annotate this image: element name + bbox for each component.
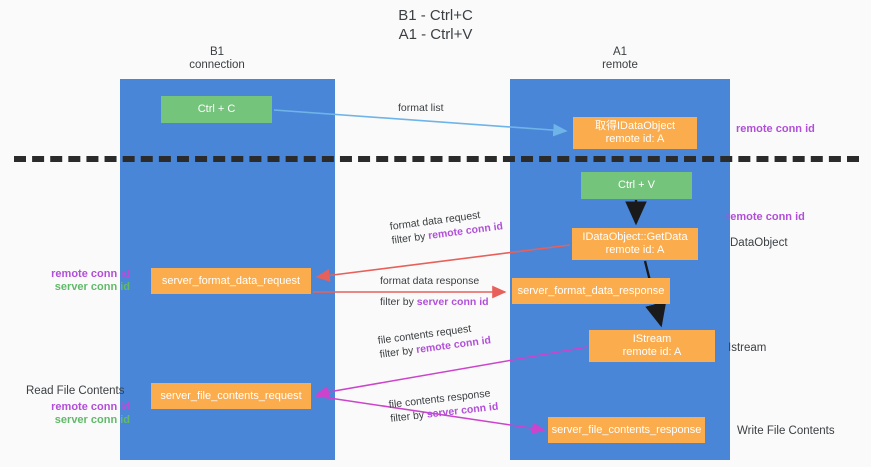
conn-id-bottom-left-remote: remote conn id [51,401,130,413]
box-istream[interactable]: IStream remote id: A [589,330,715,362]
box-server-format-data-response[interactable]: server_format_data_response [512,278,670,304]
lane-header-a1-role: remote [602,59,638,71]
arrow-label-format-data-response-line-2: filter by server conn id [380,295,489,309]
box-istream-line-2: remote id: A [622,346,682,358]
arrow-label-format-list: format list [398,101,444,115]
arrow-label-format-data-response: format data response filter by server co… [380,274,489,309]
lane-header-a1: A1 remote [520,46,720,72]
page-title: B1 - Ctrl+C A1 - Ctrl+V [0,6,871,44]
conn-id-top-right: remote conn id [736,123,815,135]
lane-header-b1-role: connection [189,59,245,71]
box-ctrl-c-label: Ctrl + C [197,103,236,115]
lane-header-b1-name: B1 [209,46,225,58]
lane-header-b1: B1 connection [117,46,317,72]
arrow-format-list [273,109,568,137]
title-line-1: B1 - Ctrl+C [398,7,473,24]
phase-divider [14,156,859,162]
conn-id-bottom-left: remote conn id server conn id [22,401,130,427]
box-server-format-data-request-label: server_format_data_request [161,274,301,287]
conn-id-mid-right: remote conn id [726,211,805,223]
conn-id-mid-left-server: server conn id [54,281,130,293]
box-getdata-line-1: IDataObject::GetData [582,231,688,243]
box-server-format-data-request[interactable]: server_format_data_request [151,268,311,294]
side-label-write-file-contents: Write File Contents [737,425,835,437]
arrow-format-data-request [315,244,571,282]
conn-id-mid-left: remote conn id server conn id [22,268,130,294]
conn-id-mid-left-remote: remote conn id [51,268,130,280]
arrow-label-format-data-response-line-1: format data response [380,275,480,287]
arrow-file-contents-request [315,346,588,398]
title-line-2: A1 - Ctrl+V [398,26,473,43]
box-dataobject[interactable]: 取得IDataObject remote id: A [573,117,697,149]
side-label-read-file-contents: Read File Contents [26,385,125,397]
lane-header-a1-name: A1 [612,46,628,58]
box-ctrl-v[interactable]: Ctrl + V [581,172,692,199]
box-dataobject-line-1: 取得IDataObject [594,120,676,132]
box-server-format-data-response-label: server_format_data_response [517,284,665,297]
box-ctrl-c[interactable]: Ctrl + C [161,96,272,123]
side-label-dataobject: DataObject [730,237,788,249]
side-label-istream: Istream [728,342,767,354]
arrow-file-contents-response [315,395,546,435]
filter-key-server-conn-id: server conn id [416,296,489,308]
conn-id-bottom-left-server: server conn id [54,414,130,426]
box-server-file-contents-response[interactable]: server_file_contents_response [548,417,705,443]
box-getdata-line-2: remote id: A [605,244,665,256]
arrow-label-format-list-text: format list [398,102,444,114]
box-server-file-contents-response-label: server_file_contents_response [551,423,702,436]
box-ctrl-v-label: Ctrl + V [618,179,655,191]
box-istream-line-1: IStream [632,333,672,345]
box-server-file-contents-request-label: server_file_contents_request [160,389,302,402]
box-getdata[interactable]: IDataObject::GetData remote id: A [572,228,698,260]
box-dataobject-line-2: remote id: A [605,133,665,145]
box-server-file-contents-request[interactable]: server_file_contents_request [151,383,311,409]
filter-prefix: filter by [380,296,417,308]
